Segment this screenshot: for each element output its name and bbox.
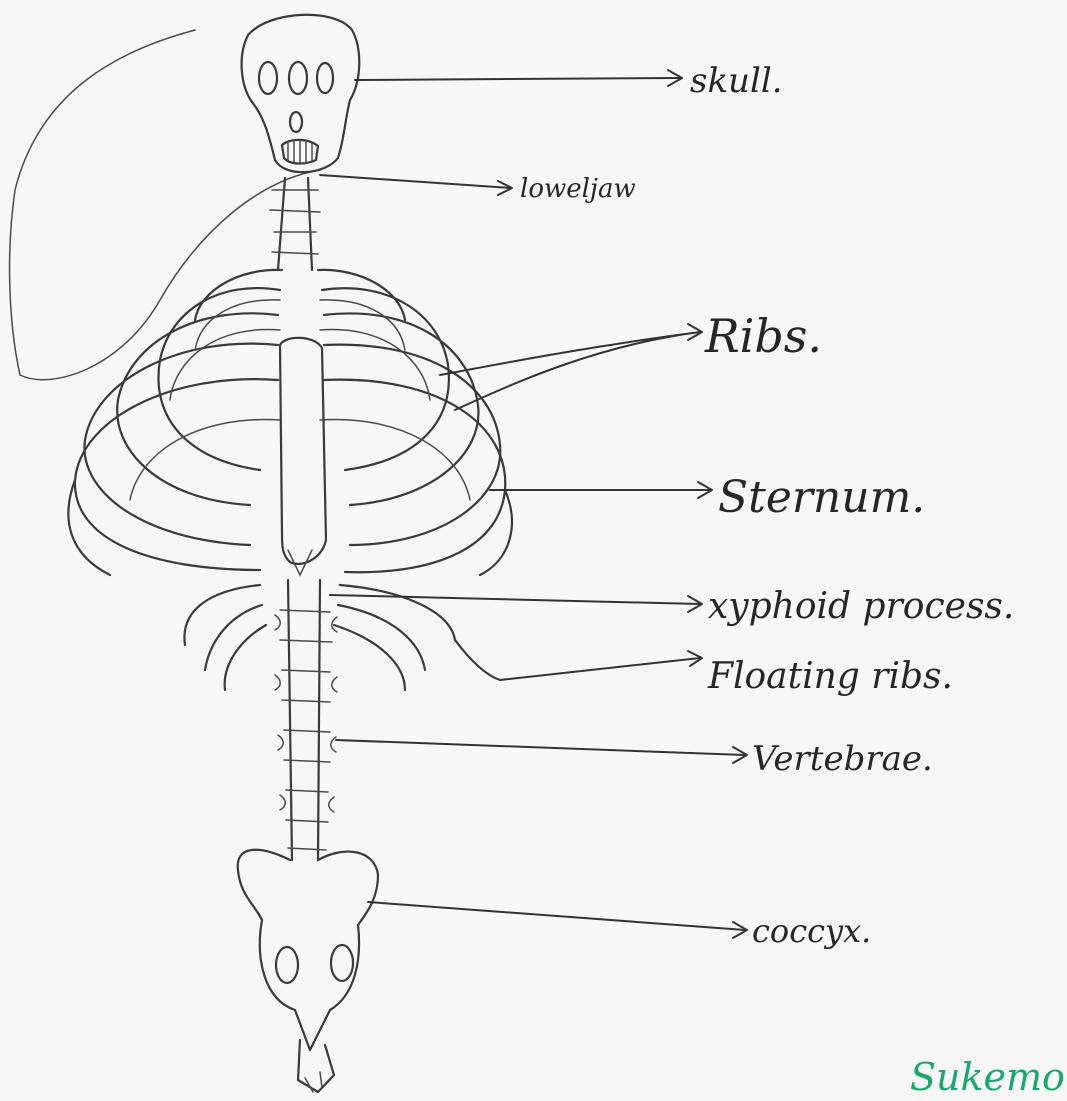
- label-sternum: Sternum.: [718, 472, 925, 523]
- label-skull: skull.: [690, 61, 783, 101]
- stray-curve: [10, 30, 320, 380]
- rib-cage-drawing: [75, 270, 505, 572]
- label-floating-ribs: Floating ribs.: [707, 656, 953, 697]
- pelvis-drawing: [238, 850, 378, 1092]
- label-coccyx: coccyx.: [752, 912, 871, 950]
- signature: Sukemo: [910, 1055, 1065, 1099]
- neck-drawing: [270, 178, 320, 270]
- spine-drawing: [275, 580, 337, 860]
- label-lower-jaw: loweljaw: [520, 174, 636, 204]
- sternum-drawing: [280, 338, 326, 575]
- label-xyphoid-process: xyphoid process.: [708, 586, 1014, 627]
- label-ribs: Ribs.: [704, 309, 822, 363]
- label-vertebrae: Vertebrae.: [752, 739, 933, 779]
- skull-drawing: [242, 15, 360, 172]
